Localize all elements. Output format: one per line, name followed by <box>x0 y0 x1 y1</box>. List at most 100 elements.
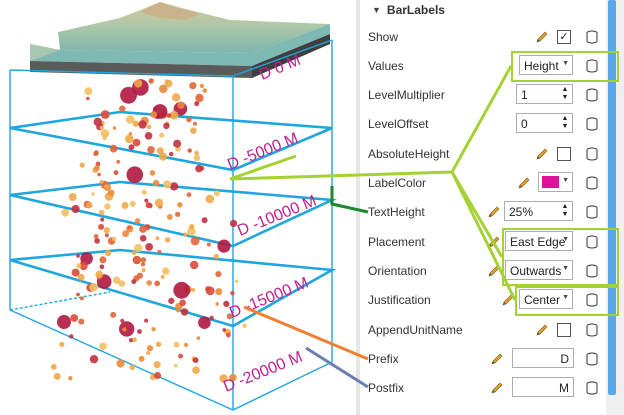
earthquake-point <box>175 308 181 313</box>
earthquake-point <box>57 315 71 329</box>
pencil-icon[interactable] <box>535 323 549 337</box>
dropdown-arrow-icon: ▼ <box>562 60 569 67</box>
earthquake-point <box>148 78 154 84</box>
prefix-value: D <box>560 352 569 366</box>
attribute-binding-icon[interactable] <box>585 263 599 279</box>
attribute-binding-icon[interactable] <box>585 146 599 162</box>
earthquake-point <box>99 180 104 184</box>
pencil-icon[interactable] <box>490 352 504 366</box>
spinner-arrows-icon[interactable]: ▲▼ <box>561 115 569 130</box>
earthquake-point <box>193 121 197 126</box>
prop-label-leveloffset: LevelOffset <box>368 117 429 131</box>
earthquake-point <box>190 236 200 246</box>
earthquake-point <box>132 337 137 343</box>
earthquake-point <box>171 93 181 102</box>
appendunitname-checkbox[interactable] <box>557 323 571 337</box>
depth-labels: D 0 M D -5000 M D -10000 M D -15000 M D … <box>221 52 319 396</box>
attribute-binding-icon[interactable] <box>585 351 599 367</box>
attribute-binding-icon[interactable] <box>585 322 599 338</box>
earthquake-point <box>166 214 173 220</box>
earthquake-point <box>98 223 105 230</box>
absoluteheight-checkbox[interactable] <box>557 147 571 161</box>
prop-row-textheight: TextHeight 25% ▲▼ <box>360 198 606 227</box>
earthquake-point <box>146 280 152 286</box>
orientation-dropdown[interactable]: Outwards ▼ <box>505 260 573 280</box>
pencil-icon[interactable] <box>490 381 504 395</box>
earthquake-point <box>80 252 93 265</box>
prop-row-labelcolor: LabelColor ▼ <box>360 169 606 198</box>
earthquake-point <box>223 300 230 307</box>
earthquake-point <box>95 270 104 279</box>
attribute-binding-icon[interactable] <box>585 87 599 103</box>
textheight-spinner[interactable]: 25% ▲▼ <box>504 201 573 221</box>
earthquake-point <box>104 233 109 238</box>
attribute-binding-icon[interactable] <box>585 380 599 396</box>
attribute-binding-icon[interactable] <box>585 58 599 74</box>
dropdown-arrow-icon: ▼ <box>562 177 569 184</box>
earthquake-point <box>159 84 168 94</box>
earthquake-point <box>100 110 110 119</box>
earthquake-point <box>146 345 154 352</box>
earthquake-point <box>213 253 219 260</box>
prop-row-absoluteheight: AbsoluteHeight <box>360 140 606 169</box>
earthquake-point <box>186 192 192 198</box>
earthquake-point <box>205 286 211 292</box>
earthquake-point <box>121 202 129 209</box>
labelcolor-picker[interactable]: ▼ <box>538 172 573 192</box>
earthquake-point <box>144 318 149 323</box>
leveloffset-spinner[interactable]: 0 ▲▼ <box>516 113 573 133</box>
justification-dropdown[interactable]: Center ▼ <box>519 289 573 309</box>
earthquake-point <box>94 165 100 172</box>
earthquake-point <box>71 204 80 214</box>
3d-scene-view[interactable]: D 0 M D -5000 M D -10000 M D -15000 M D … <box>0 0 360 415</box>
earthquake-point <box>184 342 189 347</box>
earthquake-point <box>187 148 192 153</box>
pencil-icon[interactable] <box>487 264 501 278</box>
pencil-icon[interactable] <box>517 176 531 190</box>
earthquake-point <box>105 249 112 257</box>
pencil-icon[interactable] <box>535 30 549 44</box>
attribute-binding-icon[interactable] <box>585 204 599 220</box>
pencil-icon[interactable] <box>487 235 501 249</box>
prop-row-values: Values Height ▼ <box>360 52 606 81</box>
depth-label-5000: D -5000 M <box>225 130 301 174</box>
earthquake-point <box>134 256 141 263</box>
spinner-arrows-icon[interactable]: ▲▼ <box>561 86 569 101</box>
earthquake-point <box>163 122 170 130</box>
prop-row-orientation: Orientation Outwards ▼ <box>360 257 606 286</box>
earthquake-point <box>112 126 117 130</box>
earthquake-point <box>93 117 102 127</box>
prop-label-appendunitname: AppendUnitName <box>368 323 463 337</box>
earthquake-point <box>102 136 107 141</box>
chevron-down-icon[interactable]: ▼ <box>372 5 381 15</box>
attribute-binding-icon[interactable] <box>585 292 599 308</box>
earthquake-point <box>141 268 146 273</box>
attribute-binding-icon[interactable] <box>585 29 599 45</box>
attribute-binding-icon[interactable] <box>585 116 599 132</box>
pencil-icon[interactable] <box>535 147 549 161</box>
pencil-icon[interactable] <box>501 293 515 307</box>
earthquake-point <box>76 292 80 297</box>
earthquake-point <box>173 363 178 368</box>
panel-scrollbar-thumb[interactable] <box>608 0 616 395</box>
spinner-arrows-icon[interactable]: ▲▼ <box>561 203 569 218</box>
postfix-input[interactable]: M <box>512 377 574 397</box>
levelmultiplier-spinner[interactable]: 1 ▲▼ <box>516 84 573 104</box>
earthquake-point <box>153 361 161 369</box>
earthquake-point <box>159 132 165 138</box>
pencil-icon[interactable] <box>487 205 501 219</box>
earthquake-point <box>168 297 175 304</box>
prefix-input[interactable]: D <box>512 348 574 368</box>
prop-label-prefix: Prefix <box>368 352 399 366</box>
attribute-binding-icon[interactable] <box>585 234 599 250</box>
placement-dropdown[interactable]: East Edge ▼ <box>505 231 573 251</box>
prop-row-levelmultiplier: LevelMultiplier 1 ▲▼ <box>360 81 606 110</box>
earthquake-point <box>129 364 135 370</box>
earthquake-point <box>226 313 233 320</box>
earthquake-point <box>89 282 98 292</box>
earthquake-point <box>156 147 164 155</box>
show-checkbox[interactable]: ✓ <box>557 30 571 44</box>
group-header-barlabels[interactable]: ▼BarLabels <box>372 3 445 21</box>
attribute-binding-icon[interactable] <box>585 175 599 191</box>
values-dropdown[interactable]: Height ▼ <box>519 55 573 75</box>
